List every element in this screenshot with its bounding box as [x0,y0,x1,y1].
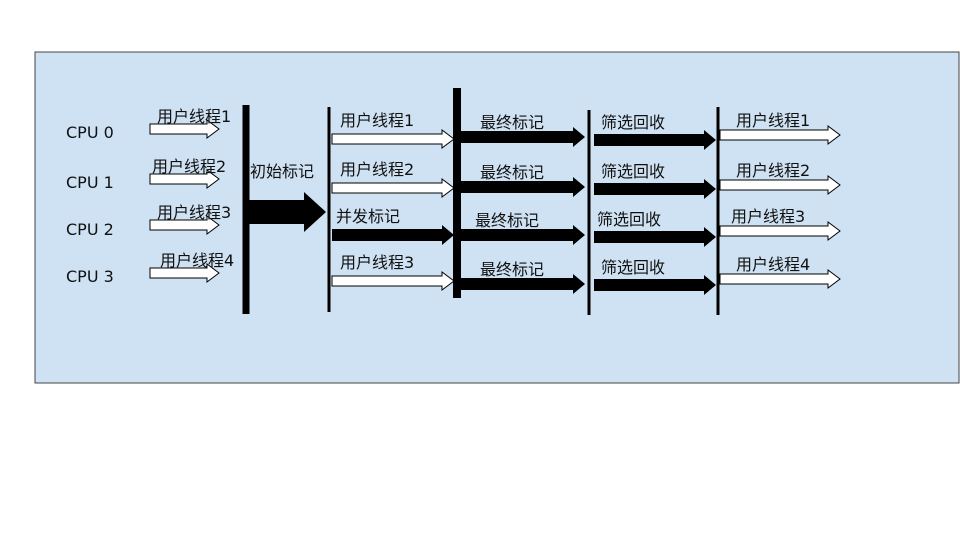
concurrent-stage-label: 用户线程2 [340,160,414,179]
cleanup-label: 筛选回收 [597,210,661,229]
final-mark-arrow [461,127,585,147]
resumed-thread-arrow [719,125,841,145]
initial-mark-arrow [246,192,326,232]
final-mark-arrow [461,177,585,197]
user-thread-arrow [331,271,455,291]
separator-initial-mark-start [242,105,250,314]
resumed-thread-arrow [719,269,841,289]
resumed-thread-label: 用户线程4 [736,255,810,274]
final-mark-label: 最终标记 [480,260,544,279]
cpu-label: CPU 2 [66,220,114,239]
arrow-layer [149,119,841,295]
cleanup-arrow [594,179,716,199]
resumed-thread-arrow [719,175,841,195]
cpu-label: CPU 0 [66,123,114,142]
user-thread-arrow [149,215,220,235]
concurrent-mark-arrow [332,225,454,245]
user-thread-label: 用户线程4 [160,251,234,270]
user-thread-arrow [149,263,220,283]
user-thread-arrow [149,119,220,139]
resumed-thread-label: 用户线程2 [736,161,810,180]
cleanup-arrow [594,130,716,150]
cleanup-label: 筛选回收 [601,258,665,277]
cpu-label: CPU 3 [66,267,114,286]
cpu-label: CPU 1 [66,173,114,192]
resumed-thread-label: 用户线程3 [731,207,805,226]
diagram-panel [34,51,960,384]
concurrent-stage-label: 用户线程1 [340,111,414,130]
final-mark-label: 最终标记 [475,211,539,230]
cleanup-label: 筛选回收 [601,113,665,132]
phase-separator-layer [242,88,720,315]
user-thread-arrow [149,169,220,189]
user-thread-label: 用户线程1 [157,107,231,126]
separator-cleanup-start [587,110,591,315]
resumed-thread-label: 用户线程1 [736,111,810,130]
cleanup-arrow [594,275,716,295]
concurrent-stage-label: 用户线程3 [340,253,414,272]
separator-final-mark-start [453,88,461,298]
user-thread-arrow [331,129,455,149]
final-mark-arrow [461,274,585,294]
initial-mark-label: 初始标记 [250,162,314,181]
cleanup-label: 筛选回收 [601,162,665,181]
user-thread-label: 用户线程3 [157,203,231,222]
user-thread-label: 用户线程2 [152,157,226,176]
final-mark-arrow [461,225,585,245]
concurrent-stage-label: 并发标记 [336,207,400,226]
user-thread-arrow [331,178,455,198]
separator-initial-mark-end [327,107,331,312]
final-mark-label: 最终标记 [480,163,544,182]
cleanup-arrow [594,227,716,247]
final-mark-label: 最终标记 [480,113,544,132]
resumed-thread-arrow [719,221,841,241]
separator-cleanup-end [716,107,720,315]
